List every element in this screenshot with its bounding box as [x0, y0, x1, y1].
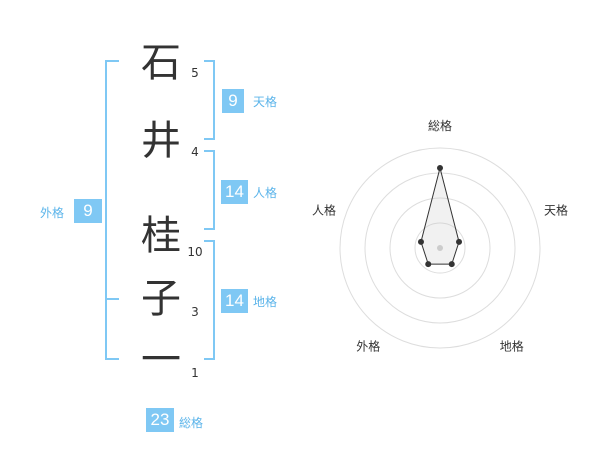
tenkaku-label: 天格 [253, 95, 278, 109]
name-char: 井 [141, 118, 181, 164]
stroke-count: 4 [191, 145, 199, 159]
tenkaku-bracket-bottom [204, 138, 215, 140]
tenkaku-bracket-top [204, 60, 215, 62]
jinkaku-label: 人格 [253, 186, 278, 200]
stroke-count: 10 [187, 245, 203, 259]
stroke-count: 5 [191, 66, 199, 80]
tenkaku-badge: 9 [222, 89, 244, 113]
sokaku-label: 総格 [179, 416, 204, 430]
stroke-count: 3 [191, 305, 199, 319]
radar-center [437, 245, 443, 251]
gaikaku-bracket-mid [105, 298, 119, 300]
chikaku-bracket-bottom [204, 358, 215, 360]
radar-point [417, 238, 424, 245]
radar-axis-label: 外格 [356, 339, 380, 354]
jinkaku-bracket-bottom [204, 228, 215, 230]
radar-axis-label: 人格 [312, 202, 336, 217]
radar-point [437, 165, 443, 171]
name-char: 桂 [141, 213, 181, 259]
jinkaku-bracket [213, 150, 215, 230]
jinkaku-badge: 14 [221, 180, 248, 204]
stroke-count: 1 [191, 366, 199, 380]
radar-point [456, 238, 463, 245]
radar-point [448, 261, 455, 268]
jinkaku-bracket-top [204, 150, 215, 152]
radar-ring [389, 197, 491, 299]
name-char: 一 [141, 337, 181, 383]
radar-point [425, 261, 432, 268]
gaikaku-bracket-top [105, 60, 119, 62]
gaikaku-bracket-bottom [105, 358, 119, 360]
name-char: 子 [141, 276, 181, 322]
radar-axis-label: 地格 [500, 339, 524, 354]
radar-area [420, 167, 460, 265]
chikaku-bracket-top [204, 240, 215, 242]
gaikaku-badge: 9 [74, 199, 102, 223]
radar-axis-label: 総格 [428, 118, 452, 133]
sokaku-badge: 23 [146, 408, 174, 432]
radar-axis-label: 天格 [544, 202, 568, 217]
name-char: 石 [141, 40, 181, 86]
chikaku-badge: 14 [221, 289, 248, 313]
gaikaku-label: 外格 [40, 206, 65, 220]
chikaku-bracket [213, 240, 215, 360]
radar-ring [339, 147, 541, 349]
tenkaku-bracket [213, 60, 215, 140]
radar-ring [414, 222, 466, 274]
radar-ring [364, 172, 516, 324]
gaikaku-bracket [105, 60, 107, 360]
chikaku-label: 地格 [253, 295, 278, 309]
